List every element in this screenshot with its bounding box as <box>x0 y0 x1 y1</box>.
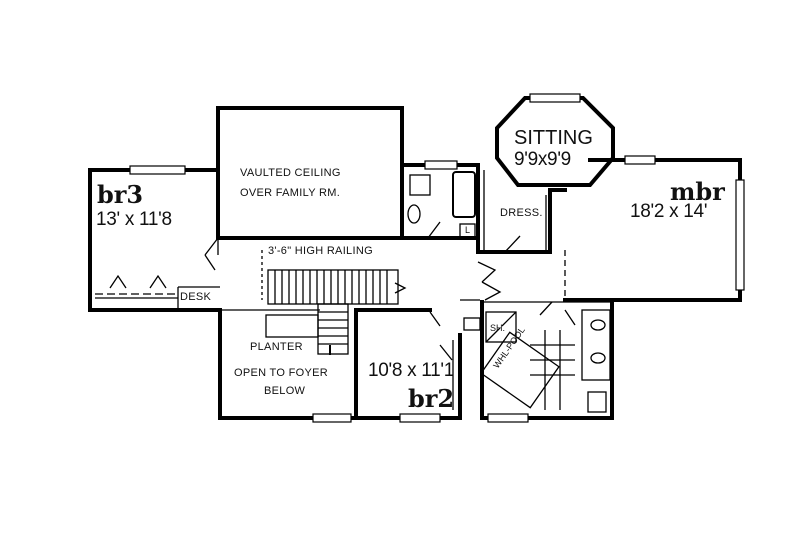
vaulted-ceiling-label-2: OVER FAMILY RM. <box>240 187 341 199</box>
vaulted-ceiling-walls <box>216 106 404 240</box>
sitting-room-label: SITTING <box>514 127 593 149</box>
linen-label: L <box>465 225 471 235</box>
railing-label: 3'-6" HIGH RAILING <box>268 245 373 257</box>
bedroom-2-walls <box>354 308 462 423</box>
master-bath-walls <box>480 300 614 423</box>
bedroom-2-dims: 10'8 x 11'1 <box>368 360 455 381</box>
foyer-opening <box>218 308 358 423</box>
bedroom-2-label: br2 <box>408 384 455 413</box>
hall-bath-window <box>424 160 458 170</box>
master-bedroom-dims: 18'2 x 14' <box>630 201 708 222</box>
desk-label: DESK <box>180 291 212 303</box>
sitting-room-dims: 9'9x9'9 <box>514 149 571 170</box>
sitting-room-walls <box>495 93 615 187</box>
master-bedroom-label: mbr <box>670 177 725 206</box>
bedroom-3-dims: 13' x 11'8 <box>96 209 172 230</box>
planter-label: PLANTER <box>250 341 303 353</box>
dressing-room-label: DRESS. <box>500 207 543 219</box>
bedroom-3-label: br3 <box>97 180 144 209</box>
vaulted-ceiling-label: VAULTED CEILING <box>240 167 341 179</box>
foyer-label: OPEN TO FOYER <box>234 367 328 379</box>
shower-label: SH. <box>490 323 506 333</box>
master-bedroom-walls <box>563 155 745 302</box>
foyer-label-2: BELOW <box>264 385 306 397</box>
dressing-room-walls <box>476 163 567 254</box>
hall-doors <box>460 261 502 331</box>
bedroom-3-window <box>129 165 186 175</box>
